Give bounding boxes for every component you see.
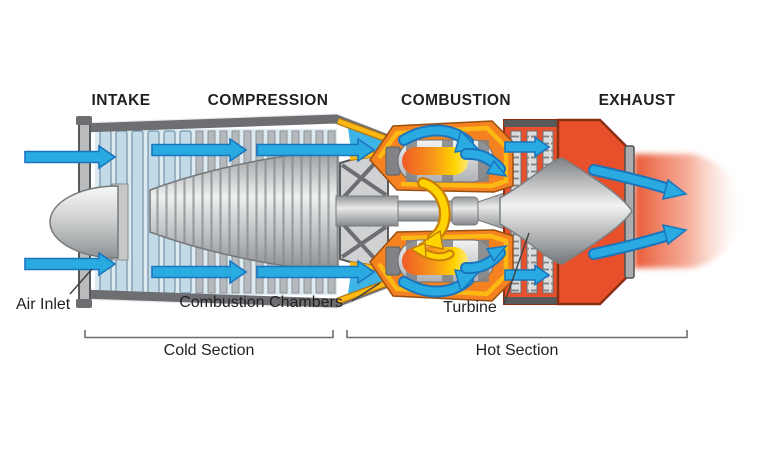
airflow-arrow-exhaust-bottom bbox=[588, 224, 688, 260]
airflow-arrow-compressor-top-2 bbox=[256, 137, 376, 163]
airflow-arrow-compressor-bottom-1 bbox=[151, 259, 248, 285]
combustion-chambers-leader-line bbox=[351, 282, 381, 302]
cold-section-label: Cold Section bbox=[163, 342, 255, 359]
exhaust-tail-cone bbox=[499, 157, 633, 265]
exhaust-plume bbox=[634, 154, 740, 268]
airflow-arrow-combustor-bottom bbox=[398, 244, 508, 298]
airflow-arrow-compressor-top-1 bbox=[151, 137, 248, 163]
airflow-arrow-turbine-top bbox=[504, 135, 551, 159]
callout-air-inlet: Air Inlet bbox=[16, 296, 71, 313]
airflow-arrow-compressor-bottom-2 bbox=[256, 259, 376, 285]
airflow-arrow-inlet-top bbox=[24, 144, 117, 170]
callout-turbine: Turbine bbox=[443, 299, 497, 316]
airflow-arrow-inlet-bottom bbox=[24, 251, 117, 277]
engine-shaft bbox=[335, 189, 514, 233]
callout-combustion-chambers: Combustion Chambers bbox=[179, 294, 343, 311]
compressor-drum bbox=[149, 150, 339, 272]
turbine-leader-line bbox=[503, 232, 530, 305]
hot-section-bracket bbox=[346, 330, 688, 339]
cold-section-bracket bbox=[84, 330, 334, 339]
flame-top bbox=[402, 147, 468, 175]
section-header-compression: COMPRESSION bbox=[207, 92, 329, 109]
airflow-arrow-combustor-top bbox=[398, 124, 508, 178]
rotation-arrow bbox=[409, 177, 455, 262]
section-header-intake: INTAKE bbox=[91, 92, 151, 109]
hot-section-label: Hot Section bbox=[475, 342, 559, 359]
section-header-combustion: COMBUSTION bbox=[401, 92, 511, 109]
airflow-arrow-exhaust-top bbox=[588, 164, 688, 200]
section-header-exhaust: EXHAUST bbox=[598, 92, 676, 109]
nose-cone bbox=[49, 183, 129, 261]
air-inlet-leader-line bbox=[69, 268, 93, 295]
